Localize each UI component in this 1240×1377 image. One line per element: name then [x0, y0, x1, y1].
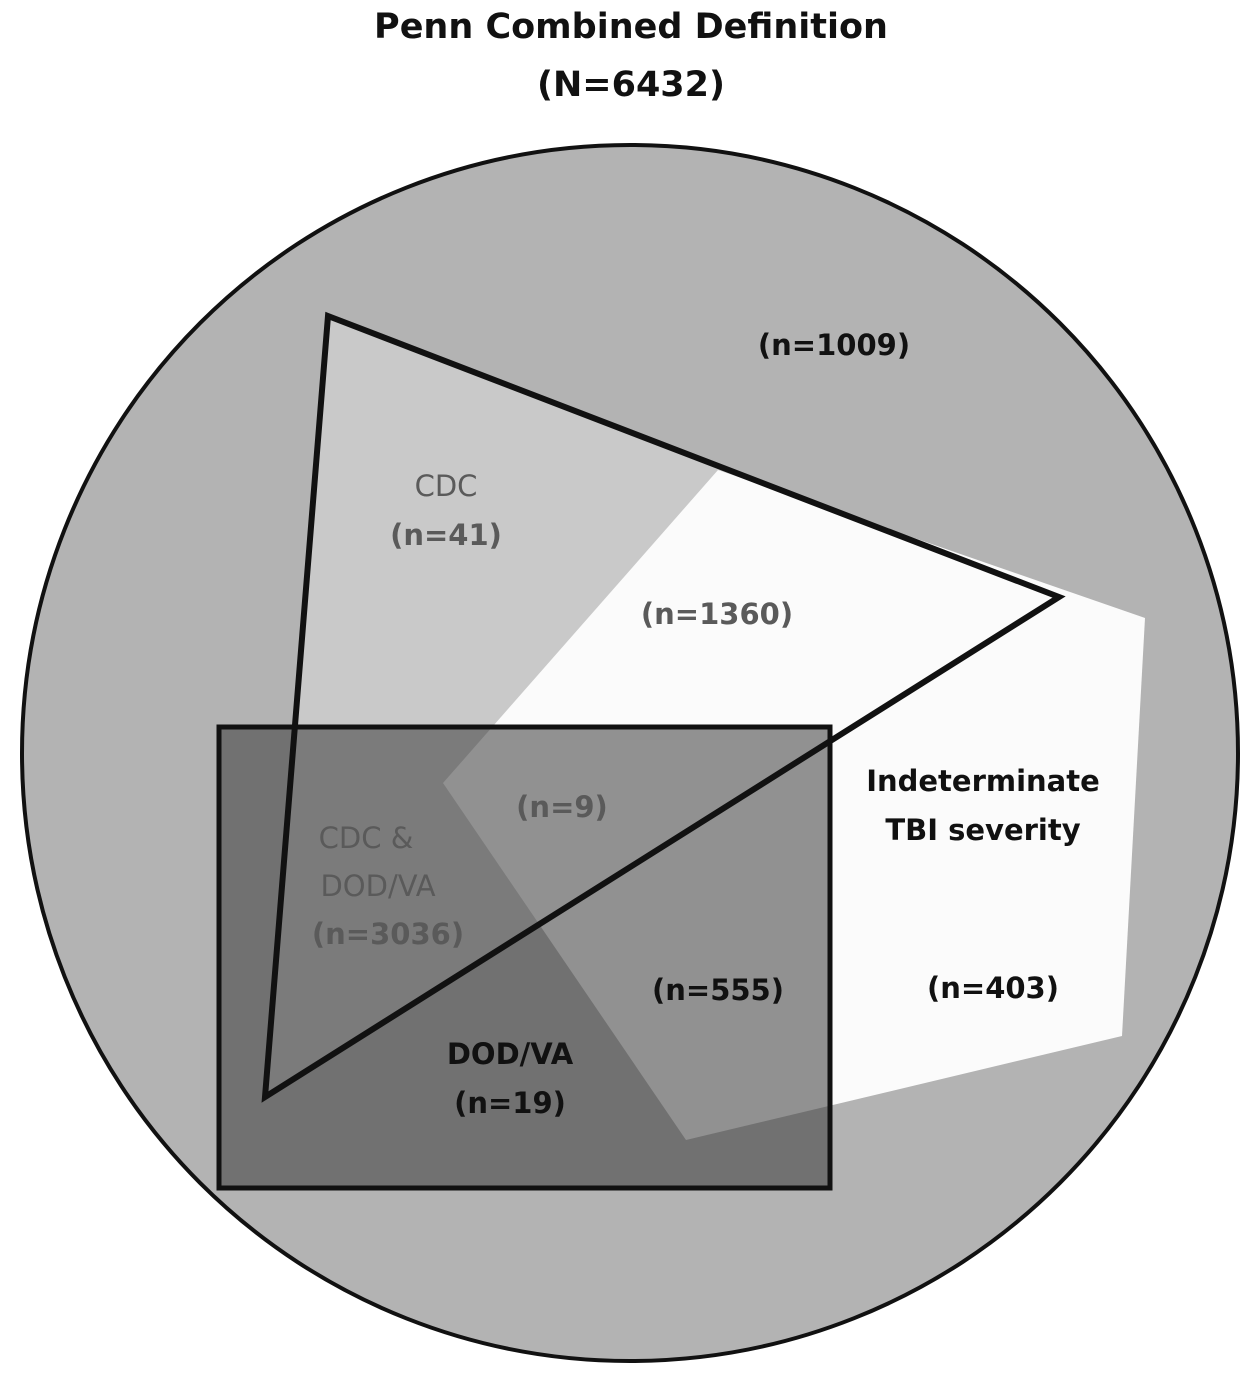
indeterminate-label-2: TBI severity: [885, 813, 1080, 847]
cdc-only-label: CDC: [415, 469, 478, 503]
dodva-only-count: (n=19): [454, 1086, 566, 1120]
dodva-only-label: DOD/VA: [447, 1037, 574, 1071]
cdc-dodva-label-1: CDC &: [319, 821, 414, 855]
diagram-total: (N=6432): [537, 65, 725, 105]
penn-only-count: (n=1009): [758, 328, 910, 362]
cdc-dodva-label-2: DOD/VA: [320, 869, 435, 903]
cdc-dodva-count: (n=3036): [312, 917, 464, 951]
diagram-title: Penn Combined Definition: [374, 7, 888, 47]
dodva-rectangle-outline: [216, 724, 833, 1191]
indeterminate-only-count: (n=403): [927, 971, 1059, 1005]
indeterminate-label-1: Indeterminate: [866, 764, 1100, 798]
cdc-indeterminate-count: (n=1360): [641, 597, 793, 631]
cdc-triangle-outline: [261, 311, 1066, 1103]
dodva-indeterminate-count: (n=555): [652, 973, 784, 1007]
all-three-count: (n=9): [516, 790, 608, 824]
cdc-only-count: (n=41): [390, 518, 502, 552]
